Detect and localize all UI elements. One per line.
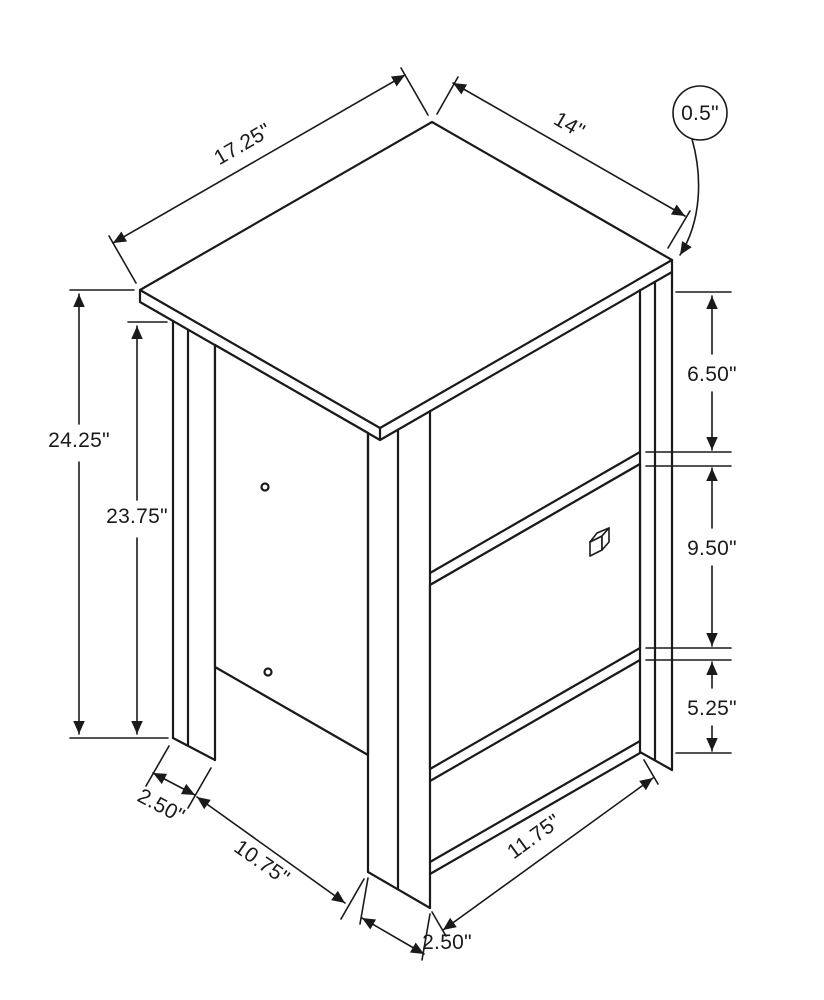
cabinet-bottom-edge — [428, 658, 642, 783]
panel-hole-top — [260, 482, 270, 492]
dimension-overall-height: 24.25" — [48, 289, 169, 739]
bottom-rail — [428, 739, 642, 876]
dimension-side-span: 10.75" — [196, 796, 365, 920]
right-back-leg — [638, 270, 674, 772]
dimension-shelf-opening: 6.50" — [687, 295, 737, 451]
dimension-back-leg-width: 2.50" — [134, 745, 212, 828]
dimension-base-opening: 5.25" — [687, 661, 737, 752]
dimension-front-leg-width: 2.50" — [359, 877, 472, 961]
door-knob — [589, 527, 610, 557]
dimension-label-top-width: 17.25" — [210, 119, 275, 170]
end-table-drawing — [138, 120, 674, 910]
dimension-label-top-depth: 14" — [550, 107, 589, 143]
dimension-label-top-thickness: 0.5" — [681, 102, 719, 125]
dimension-front-span: 11.75" — [431, 759, 659, 937]
table-top-edge — [138, 258, 674, 442]
dimension-label-leg-height: 23.75" — [106, 505, 168, 528]
dimension-label-back-leg-width: 2.50" — [134, 784, 189, 828]
front-leg — [366, 409, 432, 910]
dimension-label-overall-height: 24.25" — [48, 429, 110, 452]
cabinet-door — [428, 462, 642, 771]
dimension-door-height: 9.50" — [687, 467, 737, 647]
dimension-label-door-height: 9.50" — [687, 537, 737, 560]
dimension-label-front-span: 11.75" — [503, 810, 565, 864]
dimension-leg-height: 23.75" — [106, 321, 168, 735]
left-back-leg — [171, 319, 217, 762]
dimension-label-front-leg-width: 2.50" — [422, 931, 472, 954]
dimension-label-base-opening: 5.25" — [687, 697, 737, 720]
callout-leader — [679, 138, 700, 256]
panel-hole-bottom — [263, 667, 273, 677]
dimension-label-shelf-opening: 6.50" — [687, 363, 737, 386]
callout-circle — [672, 85, 728, 141]
dimension-top-thickness: 0.5" — [672, 85, 728, 256]
right-extension-lines — [645, 291, 732, 754]
